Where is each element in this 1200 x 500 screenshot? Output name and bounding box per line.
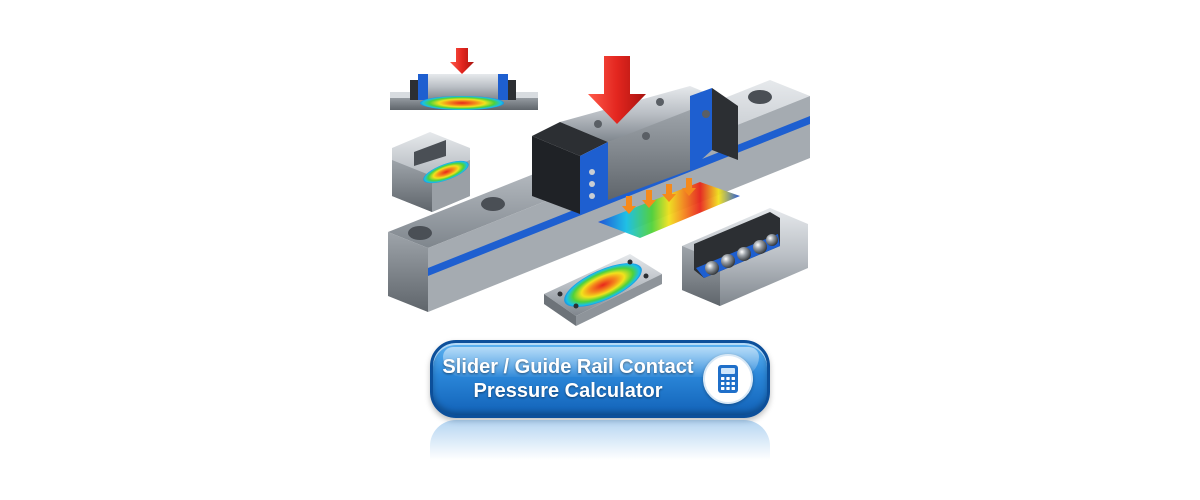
calculator-badge	[703, 354, 753, 404]
rail-profile-section	[392, 132, 470, 212]
contact-plate	[544, 254, 662, 326]
force-arrows	[622, 178, 696, 214]
down-arrow-icon	[588, 56, 646, 124]
calculator-launch-button[interactable]: Slider / Guide Rail Contact Pressure Cal…	[430, 340, 770, 418]
button-label-line-1: Slider / Guide Rail Contact	[442, 356, 694, 378]
calculator-icon	[718, 365, 738, 393]
slider-carriage	[532, 86, 738, 214]
button-label-line-2: Pressure Calculator	[473, 380, 663, 402]
bearing-cutaway	[682, 208, 808, 306]
side-view-thumbnail	[390, 48, 538, 110]
contact-pressure-map	[598, 182, 740, 238]
button-label: Slider / Guide Rail Contact Pressure Cal…	[433, 355, 703, 403]
